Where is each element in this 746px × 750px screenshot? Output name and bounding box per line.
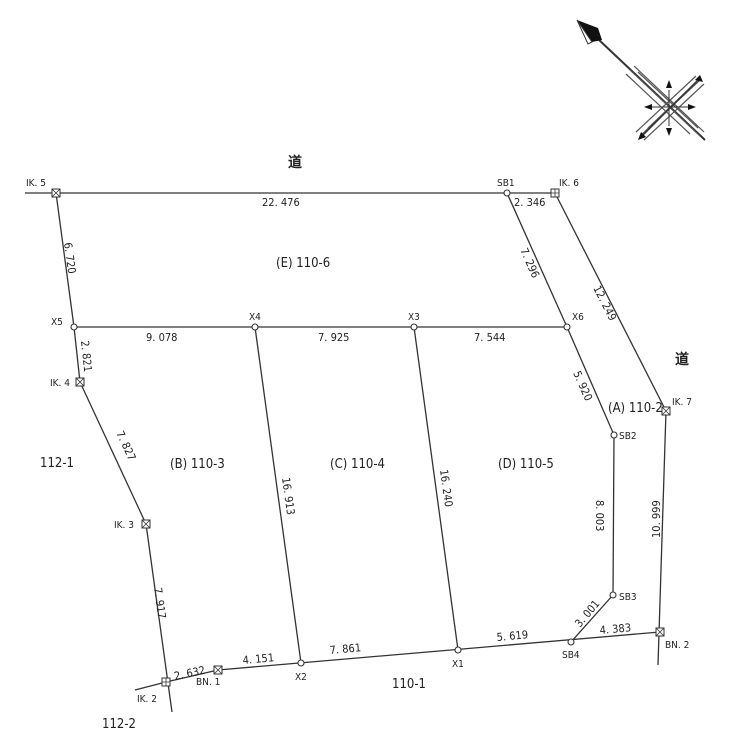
point-circle-icon xyxy=(609,591,617,599)
point-circle-icon xyxy=(297,659,305,667)
point-circle-icon xyxy=(251,323,259,331)
point-circle-icon xyxy=(610,431,618,439)
point-labels: IK. 5 SB1 IK. 6 X5 X4 X3 X6 IK. 4 IK. 3 … xyxy=(26,178,692,705)
parcel-label-b: (B) 110-3 xyxy=(170,457,225,472)
parcel-label-a: (A) 110-2 xyxy=(608,401,663,416)
point-label: X5 xyxy=(51,317,63,328)
parcel-label-c: (C) 110-4 xyxy=(330,457,385,472)
parcel-labels: (E) 110-6 (B) 110-3 (C) 110-4 (D) 110-5 … xyxy=(40,256,663,732)
point-circle-icon xyxy=(70,323,78,331)
distance-label: 7. 861 xyxy=(329,641,361,657)
point-circle-icon xyxy=(567,638,575,646)
distance-label: 7. 925 xyxy=(318,331,349,344)
distance-label: 9. 078 xyxy=(146,331,177,344)
point-label: X3 xyxy=(408,312,420,323)
distance-label: 2. 346 xyxy=(514,196,545,209)
distance-label: 6. 720 xyxy=(61,242,78,275)
distance-label: 7. 544 xyxy=(474,331,505,344)
point-label: BN. 2 xyxy=(665,640,689,651)
distance-label: 8. 003 xyxy=(593,500,606,531)
point-circle-icon xyxy=(410,323,418,331)
point-circle-icon xyxy=(454,646,462,654)
point-label: X1 xyxy=(452,659,464,670)
distance-label: 5. 920 xyxy=(570,369,595,403)
point-label: IK. 2 xyxy=(137,694,157,705)
parcel-label-d: (D) 110-5 xyxy=(498,457,554,472)
boundary-stake-marker-icon xyxy=(75,377,85,387)
boundary-stake-marker-icon xyxy=(661,406,671,416)
north-arrow-compass-icon xyxy=(576,19,706,141)
boundary-stake-marker-icon xyxy=(655,627,665,637)
point-circle-icon xyxy=(563,323,571,331)
point-label: BN. 1 xyxy=(196,677,220,688)
boundary-stake-marker-icon xyxy=(161,677,171,687)
distance-label: 16. 240 xyxy=(437,469,455,508)
distance-labels: 22. 476 2. 346 6. 720 7. 296 12. 249 9. … xyxy=(61,196,663,683)
distance-label: 2. 821 xyxy=(78,340,94,373)
point-label: SB1 xyxy=(497,178,515,189)
distance-label: 22. 476 xyxy=(262,196,300,209)
distance-label: 3. 001 xyxy=(572,597,602,629)
survey-markers xyxy=(51,188,671,687)
point-label: IK. 6 xyxy=(559,178,579,189)
distance-label: 10. 999 xyxy=(650,500,663,538)
distance-label: 7. 827 xyxy=(113,429,138,463)
point-label: IK. 3 xyxy=(114,520,134,531)
point-label: X2 xyxy=(295,672,307,683)
distance-label: 5. 619 xyxy=(496,628,528,644)
boundary-stake-marker-icon xyxy=(550,188,560,198)
point-label: IK. 4 xyxy=(50,378,70,389)
distance-label: 7. 917 xyxy=(151,587,168,620)
boundary-stake-marker-icon xyxy=(141,519,151,529)
boundary-stake-marker-icon xyxy=(51,188,61,198)
distance-label: 12. 249 xyxy=(590,283,619,323)
point-label: IK. 5 xyxy=(26,178,46,189)
point-label: X4 xyxy=(249,312,261,323)
road-label-east: 道 xyxy=(675,351,689,368)
point-label: SB4 xyxy=(562,650,580,661)
parcel-label-110-1: 110-1 xyxy=(392,677,426,692)
point-label: SB2 xyxy=(619,431,637,442)
distance-label: 16. 913 xyxy=(279,477,297,516)
distance-label: 4. 383 xyxy=(599,621,631,637)
parcel-label-112-1: 112-1 xyxy=(40,456,74,471)
point-label: X6 xyxy=(572,312,584,323)
distance-label: 2. 632 xyxy=(173,664,206,683)
point-circle-icon xyxy=(503,189,511,197)
road-label-north: 道 xyxy=(288,154,302,171)
boundary-stake-marker-icon xyxy=(213,665,223,675)
parcel-label-112-2: 112-2 xyxy=(102,717,136,732)
distance-label: 4. 151 xyxy=(242,651,274,667)
parcel-label-e: (E) 110-6 xyxy=(276,256,330,271)
boundary-lines xyxy=(25,192,667,713)
point-label: IK. 7 xyxy=(672,397,692,408)
point-label: SB3 xyxy=(619,592,637,603)
